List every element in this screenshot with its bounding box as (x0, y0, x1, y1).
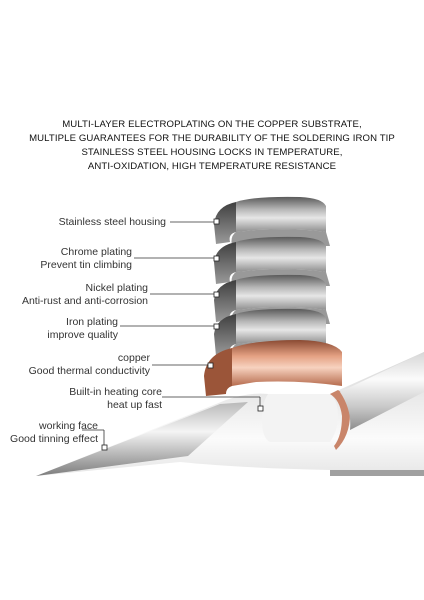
label-copper: copper Good thermal conductivity (29, 352, 150, 378)
label-iron-line-1: Iron plating (66, 316, 118, 328)
headline-line-1: MULTI-LAYER ELECTROPLATING ON THE COPPER… (62, 119, 362, 130)
label-iron-line-2: improve quality (47, 329, 118, 341)
label-copper-line-1: copper (117, 352, 150, 364)
label-heating-line-1: Built-in heating core (69, 386, 162, 398)
label-working-line-2: Good tinning effect (10, 433, 98, 445)
label-nickel-plating: Nickel plating Anti-rust and anti-corros… (22, 282, 148, 308)
label-heating-line-2: heat up fast (107, 399, 162, 411)
headline: MULTI-LAYER ELECTROPLATING ON THE COPPER… (0, 118, 424, 174)
headline-line-3: STAINLESS STEEL HOUSING LOCKS IN TEMPERA… (81, 147, 343, 158)
label-chrome-plating: Chrome plating Prevent tin climbing (40, 246, 132, 272)
label-iron-plating: Iron plating improve quality (47, 316, 118, 342)
leader-endpoints (101, 218, 264, 451)
label-nickel-line-1: Nickel plating (85, 282, 148, 294)
label-stainless-steel-housing: Stainless steel housing (59, 216, 166, 229)
label-stainless-line-1: Stainless steel housing (58, 216, 166, 228)
headline-line-4: ANTI-OXIDATION, HIGH TEMPERATURE RESISTA… (87, 161, 337, 172)
label-working-face: working face Good tinning effect (10, 420, 98, 446)
label-chrome-line-2: Prevent tin climbing (40, 259, 132, 271)
label-copper-line-2: Good thermal conductivity (28, 365, 150, 377)
label-chrome-line-1: Chrome plating (60, 246, 132, 258)
headline-line-2: MULTIPLE GUARANTEES FOR THE DURABILITY O… (29, 133, 395, 144)
layer-segment-copper (204, 340, 342, 396)
label-heating-core: Built-in heating core heat up fast (69, 386, 162, 412)
label-nickel-line-2: Anti-rust and anti-corrosion (21, 295, 148, 307)
label-working-line-1: working face (39, 420, 98, 432)
soldering-iron-body (36, 352, 424, 600)
